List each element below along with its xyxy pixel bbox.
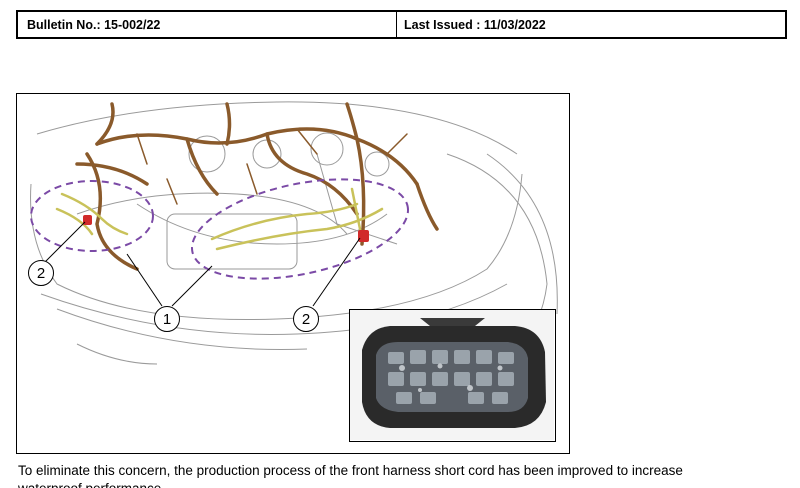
callout-2-left: 2 — [28, 260, 54, 286]
body-line-2: waterproof performance. — [18, 480, 788, 488]
callout-2-right: 2 — [293, 306, 319, 332]
body-paragraph: To eliminate this concern, the productio… — [18, 462, 788, 488]
harness-illustration: 2 1 2 — [16, 93, 570, 454]
connector-photo-drawing — [350, 310, 554, 440]
bulletin-number: Bulletin No.: 15-002/22 — [18, 12, 397, 37]
bulletin-header: Bulletin No.: 15-002/22 Last Issued : 11… — [16, 10, 787, 39]
vehicle-front-drawing — [30, 101, 558, 365]
body-line-1: To eliminate this concern, the productio… — [18, 463, 683, 478]
last-issued-date: Last Issued : 11/03/2022 — [404, 17, 546, 32]
connector-detail-photo — [349, 309, 556, 442]
callout-1: 1 — [154, 306, 180, 332]
